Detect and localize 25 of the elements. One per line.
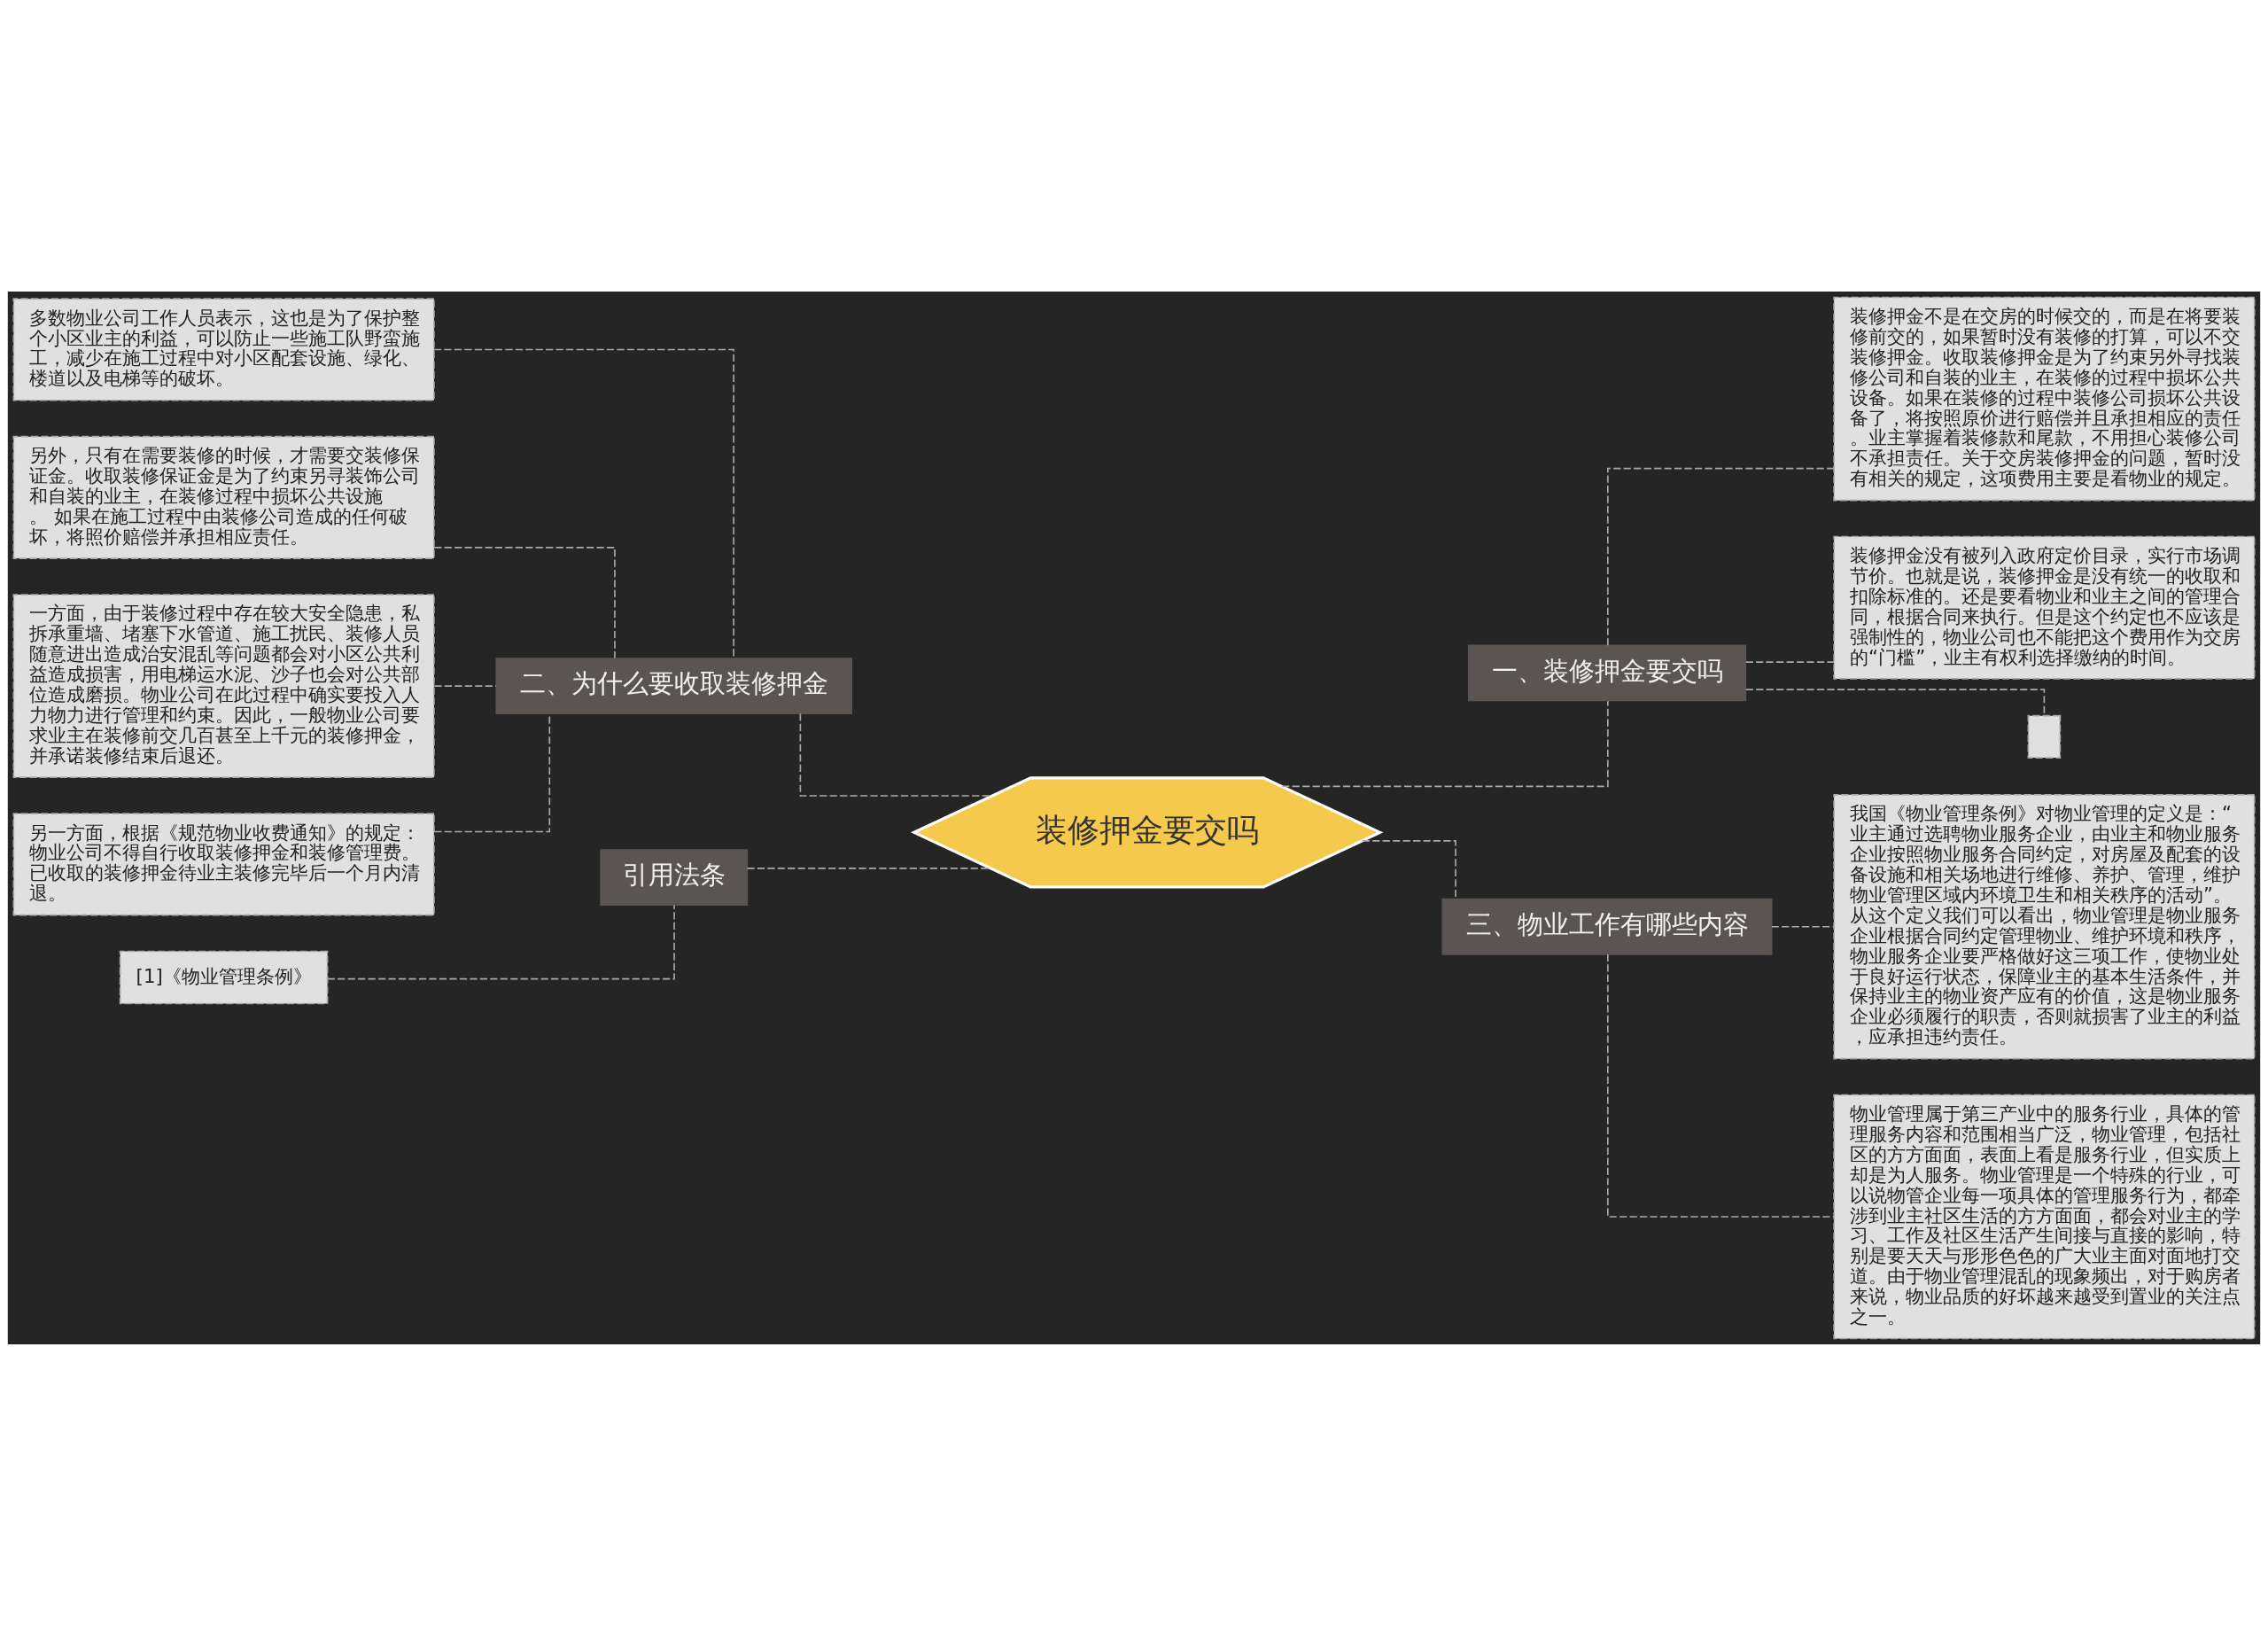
node-box: 一、装修押金要交吗 (1467, 643, 1747, 701)
node-box: 装修押金没有被列入政府定价目录，实行市场调节价。也就是说，装修押金是没有统一的收取和扣除标准的。还是要看物业和业主之间的管理合同，根据合同来执行。但是这个约定也不应该是强制性的，物业公司也不能把这个费用作为交房的“门槛”，业主有权利选择缴纳的时间。 (1833, 535, 2256, 680)
connector (1745, 688, 2046, 716)
connector (1771, 925, 1835, 928)
connector (1607, 953, 1835, 1218)
connector (433, 348, 734, 658)
node-box: 二、为什么要收取装修押金 (495, 657, 852, 714)
node-box: 多数物业公司工作人员表示，这也是为了保护整个小区业主的利益，可以防止一些施工队野蛮施工，减少在施工过程中对小区配套设施、绿化、楼道以及电梯等的破坏。 (12, 297, 435, 401)
connector (433, 546, 616, 658)
connector (1361, 839, 1456, 899)
node-box (2027, 714, 2062, 759)
connector (1745, 660, 1835, 663)
node-box: 装修押金不是在交房的时候交的，而是在将要装修前交的，如果暂时没有装修的打算，可以不交装修押金。收取装修押金是为了约束另外寻找装修公司和自装的业主，在装修的过程中损坏公共设备。如果在装修的过程中装修公司损坏公共设备了，将按照原价进行赔偿并且承担相应的责任。业主掌握着装修款和尾款，不用担心装修公司不承担责任。关于交房装修押金的问题，暂时没有相关的规定，这项费用主要是看物业的规定。 (1833, 296, 2256, 501)
node-box: 一方面，由于装修过程中存在较大安全隐患，私拆承重墙、堵塞下水管道、施工扰民、装修人员随意进出造成治安混乱等问题都会对小区公共利益造成损害，用电梯运水泥、沙子也会对公共部位造成磨损。物业公司在此过程中确实要投入人力物力进行管理和约束。因此，一般物业公司要求业主在装修前交几百甚至上千元的装修押金，并承诺装修结束后退还。 (12, 593, 435, 778)
connector (1607, 467, 1835, 646)
node-box: [1]《物业管理条例》 (119, 950, 329, 1004)
connector (327, 904, 675, 979)
connector (433, 684, 497, 687)
node-box: 物业管理属于第三产业中的服务行业，具体的管理服务内容和范围相当广泛，物业管理，包括社区的方方面面，表面上看是服务行业，但实质上却是为人服务。物业管理是一个特殊的行业，可以说物管企业每一项具体的管理服务行为，都牵涉到业主社区生活的方方面面，都会对业主的学习、工作及社区生活产生间接与直接的影响，特别是要天天与形形色色的广大业主面对面地打交道。由于物业管理混乱的现象频出，对于购房者来说，物业品质的好坏越来越受到置业的关注点之一。 (1833, 1094, 2256, 1339)
node-box: 另外，只有在需要装修的时候，才需要交装修保证金。收取装修保证金是为了约束另寻装饰公司和自装的业主，在装修过程中损坏公共设施。 如果在施工过程中由装修公司造成的任何破坏，将照价赔偿并承担相应责任。 (12, 435, 435, 559)
node-box: 三、物业工作有哪些内容 (1441, 898, 1773, 955)
node-box: 另一方面，根据《规范物业收费通知》的规定：物业公司不得自行收取装修押金和装修管理费。已收取的装修押金待业主装修完毕后一个月内清退。 (12, 812, 435, 915)
node-box: 引用法条 (600, 848, 749, 906)
node-box: 我国《物业管理条例》对物业管理的定义是：“业主通过选聘物业服务企业，由业主和物业服务企业按照物业服务合同约定，对房屋及配套的设备设施和相关场地进行维修、养护、管理，维护物业管理区域内环境卫生和相关秩序的活动”。从这个定义我们可以看出，物业管理是物业服务企业根据合同约定管理物业、维护环境和秩序，物业服务企业要严格做好这三项工作，使物业处于良好运行状态，保障业主的基本生活条件，并保持业主的物业资产应有的价值，这是物业服务企业必须履行的职责，否则就损害了业主的利益，应承担违约责任。 (1833, 793, 2256, 1059)
connector (1281, 699, 1609, 787)
